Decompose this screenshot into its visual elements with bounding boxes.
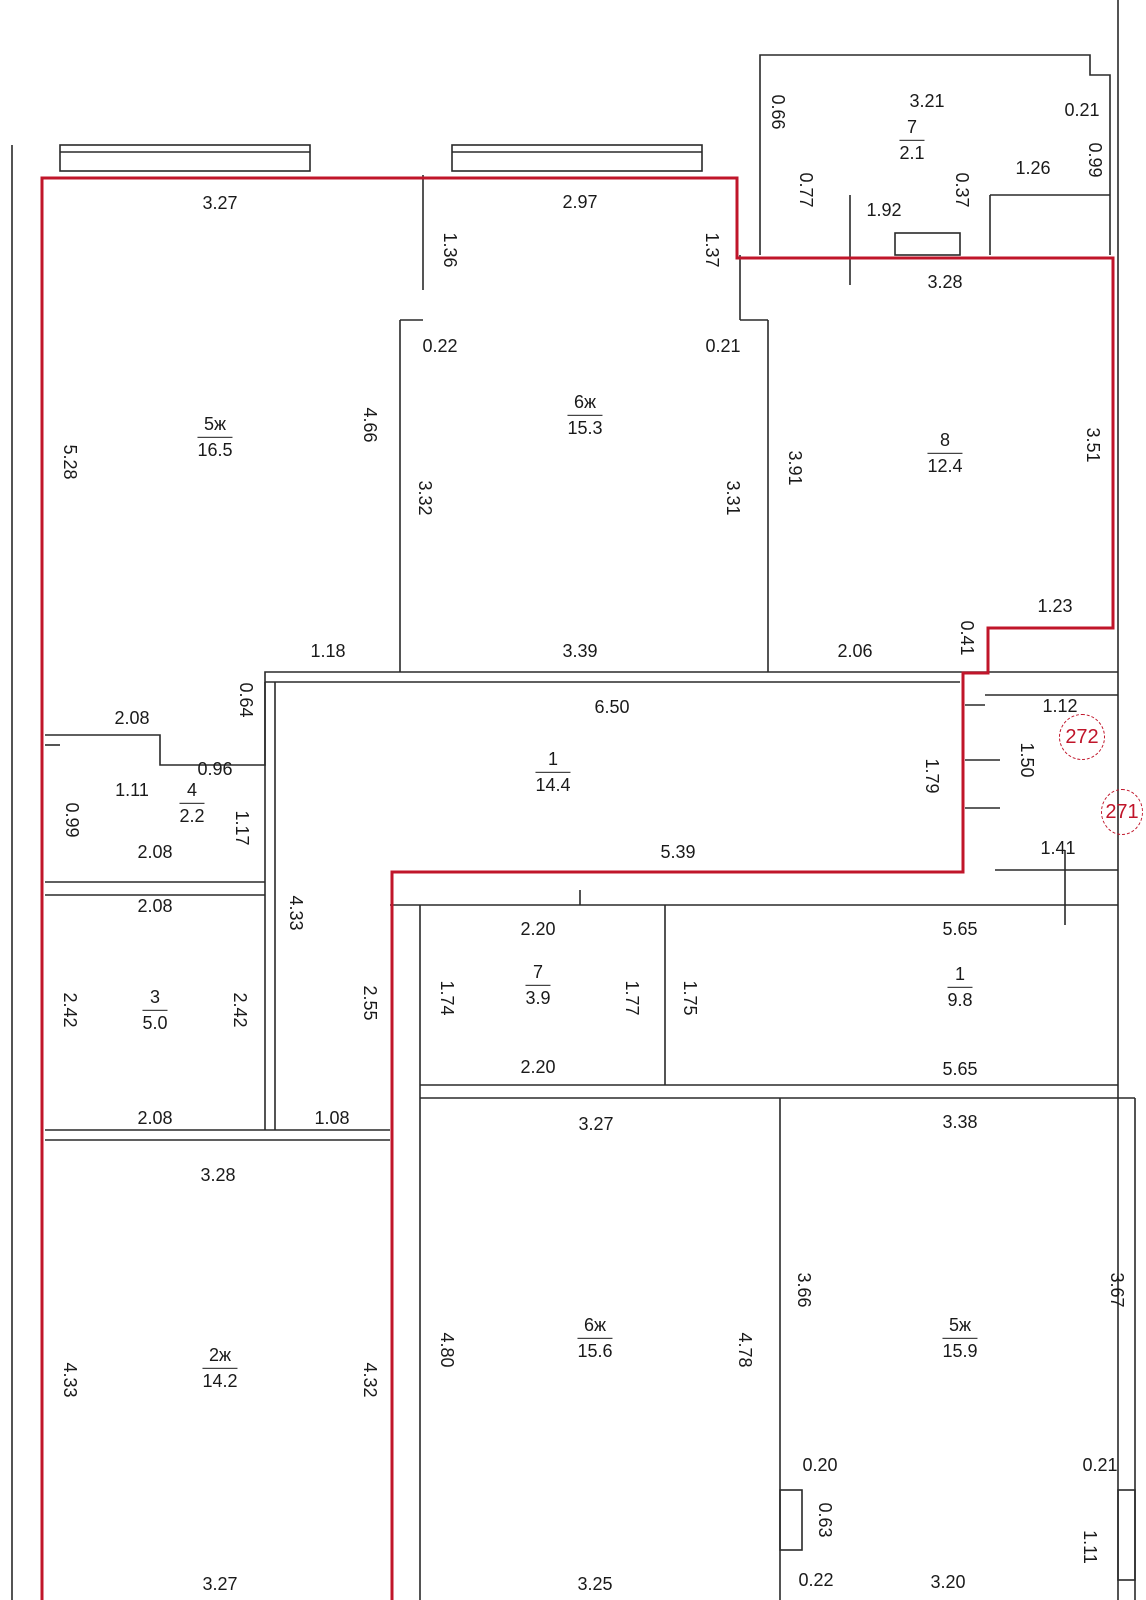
dimension-label: 3.51	[1083, 427, 1103, 463]
dimension-label: 0.99	[1085, 142, 1105, 178]
dimension-label: 1.41	[1040, 838, 1076, 858]
dimension-label: 1.11	[1080, 1530, 1100, 1564]
dimension-label: 2.42	[230, 992, 250, 1028]
dimension-label: 4.80	[437, 1332, 457, 1368]
dimension-label: 0.22	[422, 336, 458, 356]
dimension-label: 4.33	[60, 1362, 80, 1398]
dimension-label: 1.74	[437, 980, 457, 1016]
dimension-label: 2.08	[114, 708, 150, 728]
apartment-number-badge: 271	[1101, 789, 1143, 835]
dimension-label: 1.17	[232, 810, 252, 846]
dimension-label: 3.32	[415, 480, 435, 516]
dimension-label: 2.20	[520, 1057, 556, 1077]
apartment-number-badge: 272	[1059, 714, 1105, 760]
dimension-label: 1.08	[314, 1108, 350, 1128]
dimension-label: 1.12	[1042, 696, 1078, 716]
dimension-label: 0.22	[798, 1570, 834, 1590]
dimension-label: 4.32	[360, 1362, 380, 1398]
dimension-label: 4.66	[360, 407, 380, 443]
dimension-label: 1.79	[922, 758, 942, 794]
dimension-label: 0.64	[236, 682, 256, 718]
dimension-label: 3.27	[202, 193, 238, 213]
dimension-label: 3.27	[578, 1114, 614, 1134]
dimension-label: 1.77	[622, 980, 642, 1016]
dimension-label: 3.28	[200, 1165, 236, 1185]
dimension-label: 5.39	[660, 842, 696, 862]
dimension-label: 2.20	[520, 919, 556, 939]
dimension-label: 3.66	[794, 1272, 814, 1308]
dimension-label: 3.21	[909, 91, 945, 111]
dimension-label: 0.21	[705, 336, 741, 356]
dimension-label: 0.21	[1064, 100, 1100, 120]
dimension-label: 3.25	[577, 1574, 613, 1594]
dimension-label: 1.92	[866, 200, 902, 220]
dimension-label: 1.75	[680, 980, 700, 1016]
dimension-label: 4.78	[735, 1332, 755, 1368]
dimension-label: 4.33	[286, 895, 306, 931]
dimension-label: 2.06	[837, 641, 873, 661]
dimension-label: 2.08	[137, 842, 173, 862]
dimension-label: 2.55	[360, 985, 380, 1021]
dimension-label: 0.63	[815, 1502, 835, 1538]
dimension-label: 5.65	[942, 1059, 978, 1079]
dimension-label: 1.26	[1015, 158, 1051, 178]
dimension-label: 3.91	[785, 450, 805, 486]
dimension-label: 0.21	[1082, 1455, 1118, 1475]
dimension-label: 2.08	[137, 896, 173, 916]
dimension-label: 1.23	[1037, 596, 1073, 616]
dimension-label: 5.28	[60, 444, 80, 480]
dimension-label: 0.41	[957, 620, 977, 656]
dimension-label: 3.39	[562, 641, 598, 661]
dimension-label: 1.37	[702, 232, 722, 268]
dimension-label: 0.37	[952, 172, 972, 208]
dimension-label: 2.42	[60, 992, 80, 1028]
dimension-label: 1.18	[310, 641, 346, 661]
dimension-label: 3.38	[942, 1112, 978, 1132]
dimension-label: 3.67	[1107, 1272, 1127, 1308]
dimension-label: 1.11	[115, 780, 149, 800]
dimension-label: 5.65	[942, 919, 978, 939]
dimension-label: 0.77	[796, 172, 816, 208]
dimension-label: 0.99	[62, 802, 82, 838]
dimension-label: 1.50	[1017, 742, 1037, 778]
dimension-label: 6.50	[594, 697, 630, 717]
dimension-label: 0.96	[197, 759, 233, 779]
dimension-label: 2.08	[137, 1108, 173, 1128]
dimension-label: 3.20	[930, 1572, 966, 1592]
wall-lines	[11, 0, 1136, 1600]
apartment-boundary	[40, 176, 1115, 1600]
dimension-label: 2.97	[562, 192, 598, 212]
dimension-label: 0.66	[768, 94, 788, 130]
dimension-label: 1.36	[440, 232, 460, 268]
dimension-label: 3.28	[927, 272, 963, 292]
dimension-label: 3.27	[202, 1574, 238, 1594]
dimension-label: 0.20	[802, 1455, 838, 1475]
dimension-label: 3.31	[723, 480, 743, 516]
